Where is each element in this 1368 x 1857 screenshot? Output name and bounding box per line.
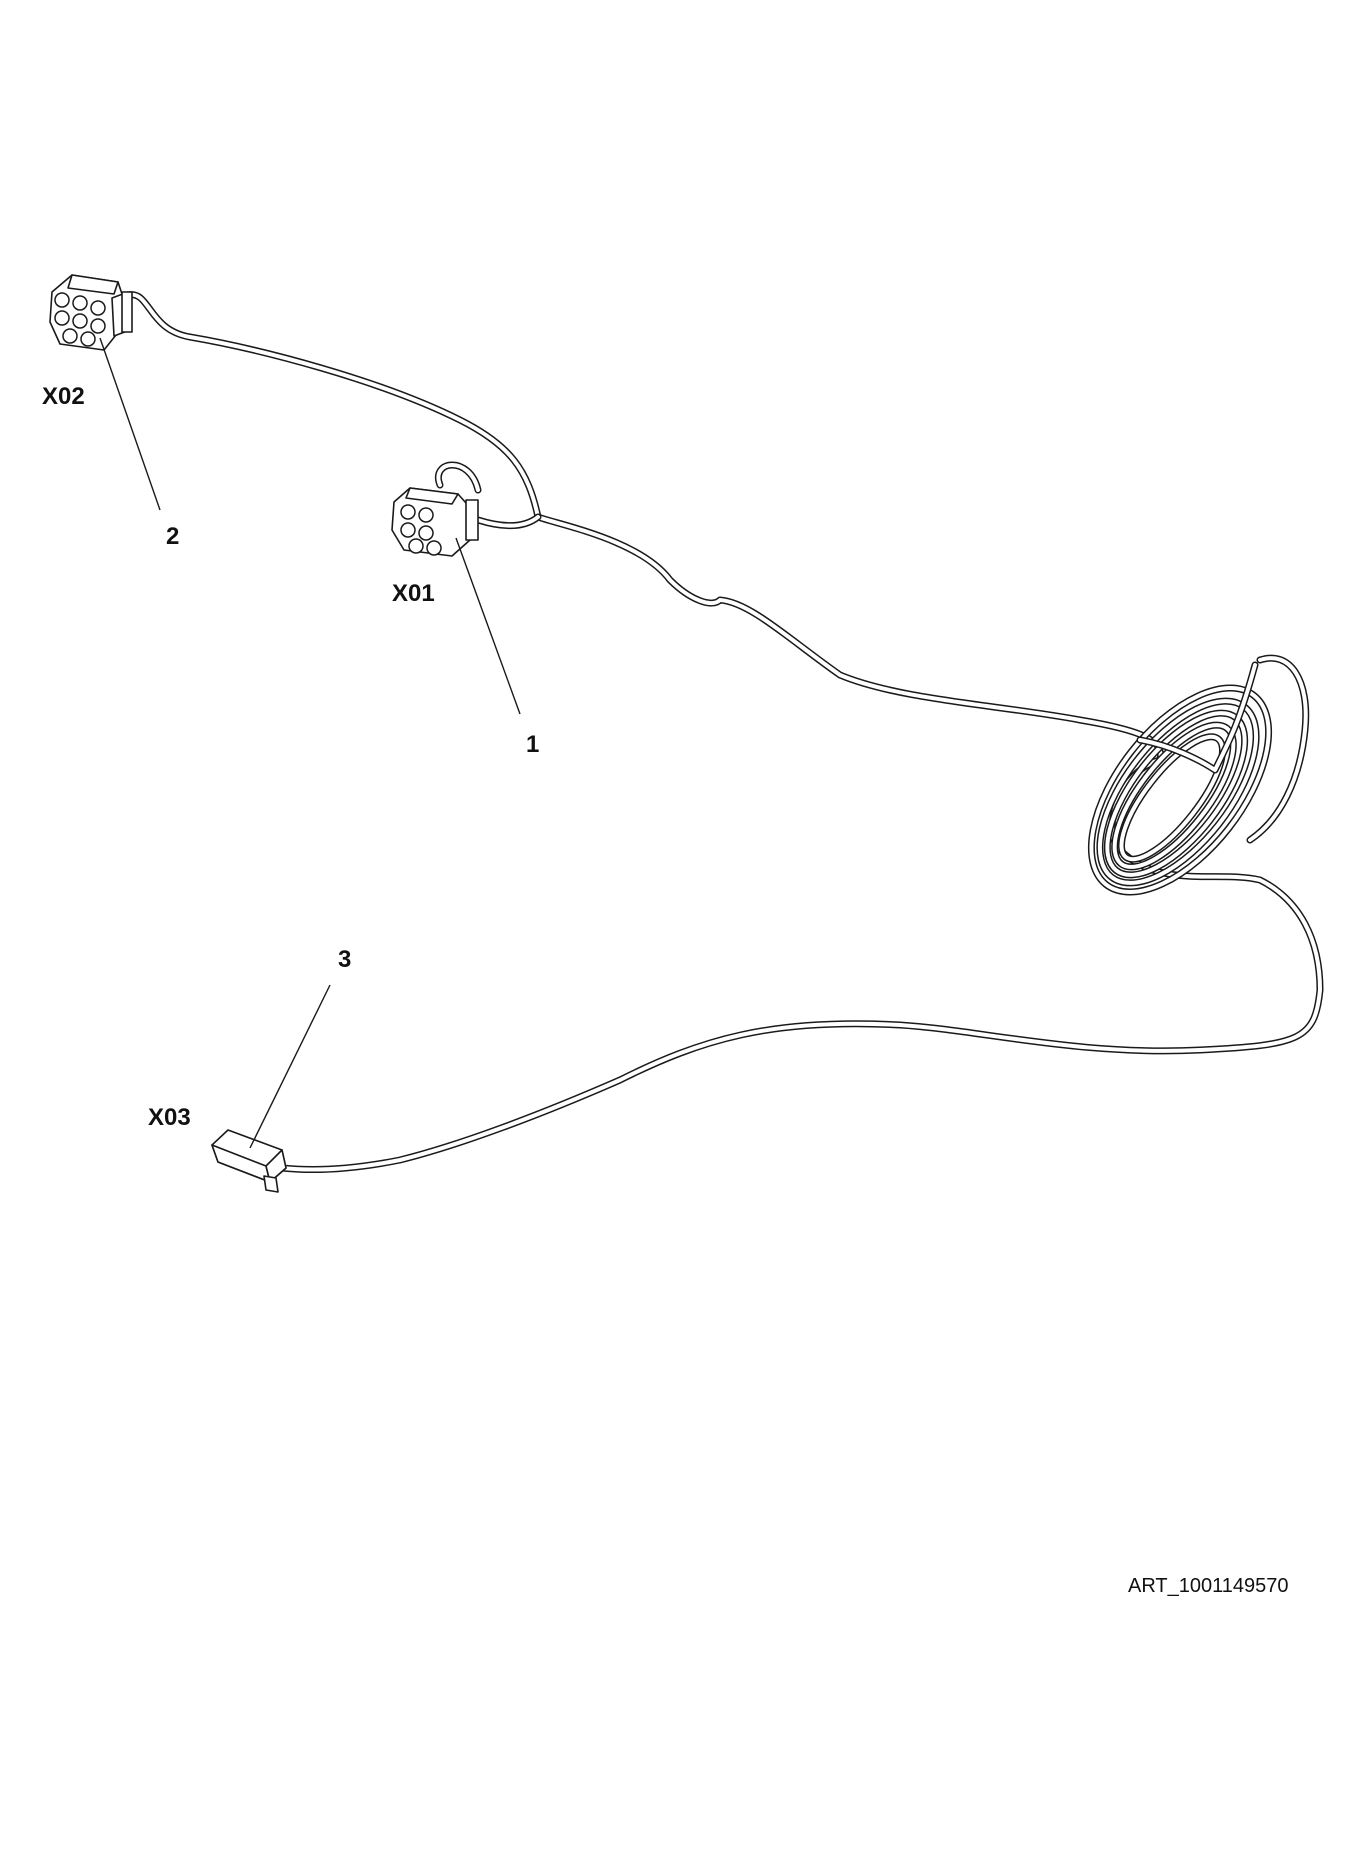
connector-label-x01: X01: [392, 580, 435, 607]
item-number-2: 2: [166, 523, 179, 550]
connector-x02: [49, 274, 133, 351]
item-number-1: 1: [526, 731, 539, 758]
leader-line-2: [99, 337, 161, 511]
harness-cable: [124, 291, 1324, 1174]
connector-x01: [391, 487, 479, 557]
cable-coil: [1087, 654, 1310, 896]
art-number: ART_1001149570: [1128, 1575, 1289, 1597]
item-number-3: 3: [338, 946, 351, 973]
connector-label-x02: X02: [42, 383, 85, 410]
leader-line-3: [249, 984, 331, 1149]
leader-line-1: [455, 537, 521, 715]
connector-label-x03: X03: [148, 1104, 191, 1131]
connector-x03: [211, 1129, 287, 1193]
